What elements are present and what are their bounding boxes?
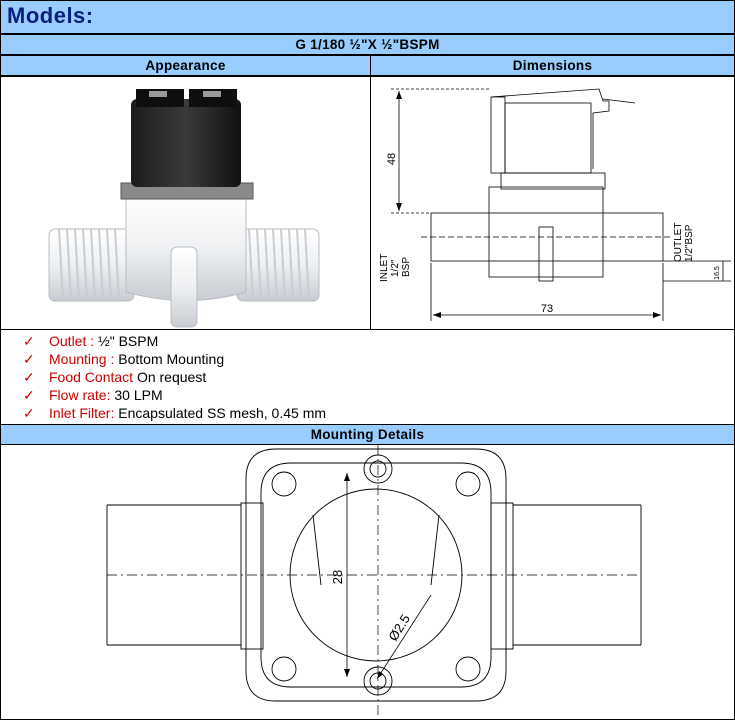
svg-text:BSP: BSP [401, 257, 412, 277]
terminal-left [136, 89, 184, 107]
outlet-label: OUTLET 1/2"BSP [673, 223, 695, 262]
spec-item-flow-rate: ✓Flow rate: 30 LPM [23, 387, 163, 403]
check-icon: ✓ [23, 387, 35, 403]
page-title: Models: [7, 3, 94, 28]
small-dimension: 16.5 [714, 266, 721, 280]
column-header-row: Appearance Dimensions [0, 55, 735, 76]
check-icon: ✓ [23, 351, 35, 367]
spec-item-outlet: ✓Outlet : ½" BSPM [23, 333, 159, 349]
solenoid-coil [131, 99, 241, 187]
mounting-details-header: Mounting Details [0, 424, 735, 445]
svg-text:OUTLET: OUTLET [673, 223, 684, 262]
spec-item-food-contact: ✓Food Contact On request [23, 369, 207, 385]
mounting-drawing: 28 Ø2.5 [106, 445, 642, 719]
spec-item-mounting: ✓Mounting : Bottom Mounting [23, 351, 225, 367]
dimension-28: 28 [330, 570, 345, 584]
dimension-drawing: 48 73 16.5 INLET 1/2" BSP OUTLET 1/2"BSP [379, 88, 731, 321]
models-banner: Models: [0, 0, 735, 34]
width-dimension: 73 [541, 303, 553, 315]
inlet-port-thread [48, 228, 135, 302]
terminal-right [189, 89, 237, 107]
dimensions-header: Dimensions [370, 55, 735, 76]
hole-diameter: Ø2.5 [385, 612, 413, 644]
outlet-port-thread [236, 228, 320, 302]
check-icon: ✓ [23, 369, 35, 385]
check-icon: ✓ [23, 333, 35, 349]
appearance-header: Appearance [0, 55, 371, 76]
svg-text:1/2": 1/2" [390, 259, 401, 277]
flange-outline [245, 448, 507, 702]
valve-product-image [48, 89, 320, 328]
check-icon: ✓ [23, 405, 35, 421]
mounting-details-cell: 28 Ø2.5 [0, 445, 735, 720]
spec-item-inlet-filter: ✓Inlet Filter: Encapsulated SS mesh, 0.4… [23, 405, 327, 421]
svg-text:INLET: INLET [379, 254, 390, 282]
inlet-label: INLET 1/2" BSP [379, 254, 412, 282]
dimensions-cell: 48 73 16.5 INLET 1/2" BSP OUTLET 1/2"BSP [370, 76, 735, 330]
height-dimension: 48 [386, 153, 398, 165]
appearance-cell [0, 76, 371, 330]
spec-list: ✓Outlet : ½" BSPM ✓Mounting : Bottom Mou… [0, 330, 735, 424]
svg-text:1/2"BSP: 1/2"BSP [684, 224, 695, 262]
model-name-bar: G 1/180 ½"X ½"BSPM [0, 34, 735, 55]
bottom-spigot [170, 246, 198, 328]
